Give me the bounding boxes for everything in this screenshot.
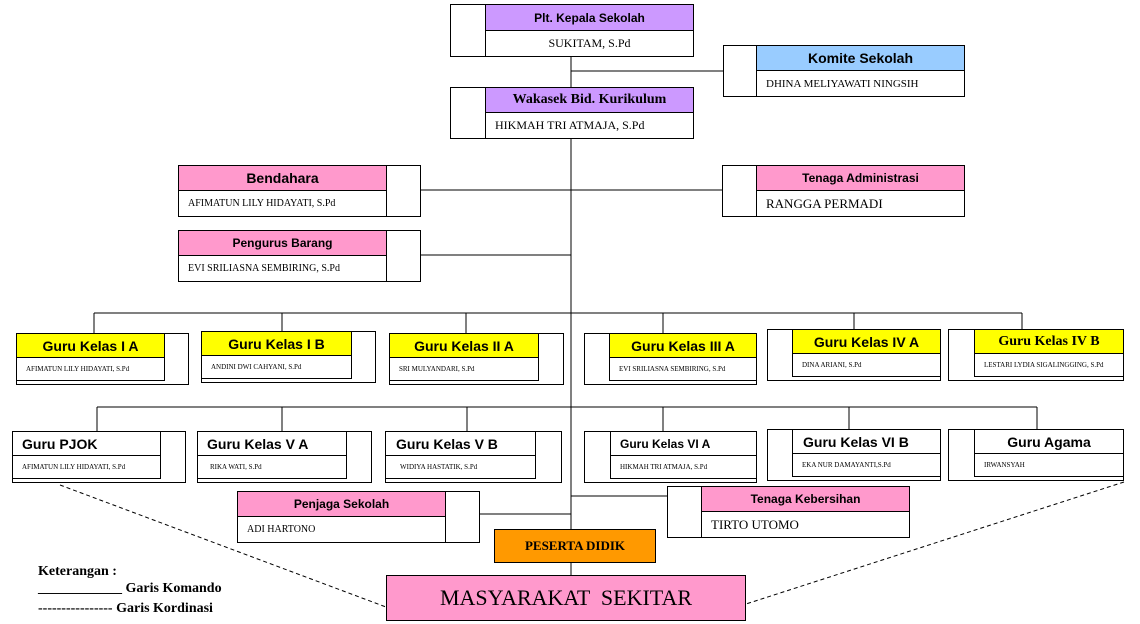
penjaga-sekolah-title: Penjaga Sekolah [237,491,446,517]
guru-kelas-2a-name: SRI MULYANDARI, S.Pd [389,357,539,381]
bendahara-name: AFIMATUN LILY HIDAYATI, S.Pd [178,190,387,217]
wakasek-title: Wakasek Bid. Kurikulum [485,87,694,113]
peserta-didik-box: PESERTA DIDIK [494,529,656,563]
komite-sekolah-name: DHINA MELIYAWATI NINGSIH [756,70,965,97]
legend-title: Keterangan : [38,564,117,579]
kepala-sekolah-name: SUKITAM, S.Pd [485,30,694,57]
bendahara-title: Bendahara [178,165,387,191]
guru-kelas-1a-name: AFIMATUN LILY HIDAYATI, S.Pd [16,357,165,381]
pengurus-barang-title: Pengurus Barang [178,230,387,256]
guru-kelas-6a-title: Guru Kelas VI A [610,431,757,456]
guru-kelas-3a-name: EVI SRILIASNA SEMBIRING, S.Pd [609,357,757,381]
guru-kelas-4a-title: Guru Kelas IV A [792,329,941,354]
legend-garis-komando: ____________ Garis Komando [38,581,222,596]
masyarakat-sekitar-box: MASYARAKAT SEKITAR [386,575,746,621]
guru-kelas-5b-name: WIDIYA HASTATIK, S.Pd [385,455,536,479]
pengurus-barang-name: EVI SRILIASNA SEMBIRING, S.Pd [178,255,387,282]
penjaga-sekolah-name: ADI HARTONO [237,516,446,543]
guru-kelas-5a-name: RIKA WATI, S.Pd [197,455,347,479]
guru-kelas-2a-title: Guru Kelas II A [389,333,539,358]
guru-pjok-name: AFIMATUN LILY HIDAYATI, S.Pd [12,455,161,479]
guru-agama-title: Guru Agama [974,429,1124,454]
legend-garis-koordinasi: ---------------- Garis Kordinasi [38,601,213,616]
guru-kelas-1b-title: Guru Kelas I B [201,331,352,356]
tenaga-administrasi-title: Tenaga Administrasi [756,165,965,191]
wakasek-name: HIKMAH TRI ATMAJA, S.Pd [485,112,694,139]
guru-kelas-6a-name: HIKMAH TRI ATMAJA, S.Pd [610,455,757,479]
guru-kelas-4b-name: LESTARI LYDIA SIGALINGGING, S.Pd [974,353,1124,377]
komite-sekolah-title: Komite Sekolah [756,45,965,71]
guru-kelas-6b-title: Guru Kelas VI B [792,429,941,454]
guru-kelas-1a-title: Guru Kelas I A [16,333,165,358]
guru-kelas-3a-title: Guru Kelas III A [609,333,757,358]
kepala-sekolah-title: Plt. Kepala Sekolah [485,4,694,31]
tenaga-kebersihan-title: Tenaga Kebersihan [701,486,910,512]
guru-kelas-5b-title: Guru Kelas V B [385,431,536,456]
guru-agama-name: IRWANSYAH [974,453,1124,477]
tenaga-kebersihan-name: TIRTO UTOMO [701,511,910,538]
guru-kelas-6b-name: EKA NUR DAMAYANTI,S.Pd [792,453,941,477]
tenaga-administrasi-name: RANGGA PERMADI [756,190,965,217]
guru-kelas-4b-title: Guru Kelas IV B [974,329,1124,354]
guru-kelas-5a-title: Guru Kelas V A [197,431,347,456]
guru-pjok-title: Guru PJOK [12,431,161,456]
guru-kelas-1b-name: ANDINI DWI CAHYANI, S.Pd [201,355,352,379]
coordination-line-left [59,484,387,608]
coordination-line-right [745,481,1125,605]
guru-kelas-4a-name: DINA ARIANI, S.Pd [792,353,941,377]
